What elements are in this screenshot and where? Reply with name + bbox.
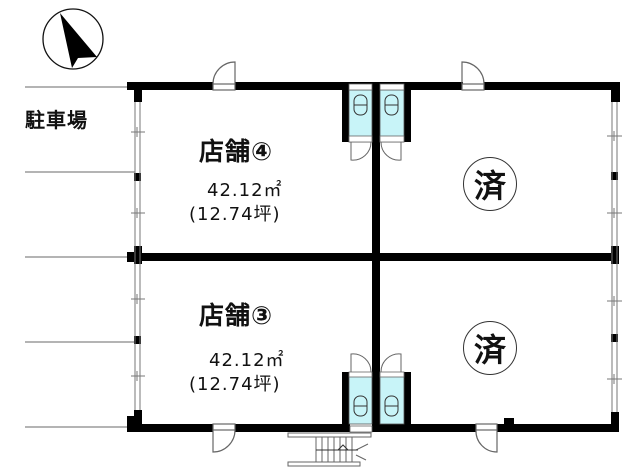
shop-4-area: 42.12㎡ — [207, 180, 283, 201]
shop-3-name: 店舗③ — [199, 301, 274, 330]
windows — [131, 102, 622, 412]
shop-4-name: 店舗④ — [199, 137, 274, 166]
north-arrow-icon — [42, 8, 104, 70]
sold-badge-bottom: 済 — [463, 321, 517, 375]
toilet-top — [348, 83, 405, 161]
stairs-icon — [287, 432, 372, 467]
shop-3-area: 42.12㎡ — [209, 350, 285, 371]
shop-3-tsubo: (12.74坪) — [189, 374, 281, 395]
sold-badge-top: 済 — [463, 157, 517, 211]
parking-label: 駐車場 — [25, 108, 88, 132]
parking-lines — [25, 86, 135, 428]
toilet-bottom — [348, 353, 405, 433]
door-icons — [212, 61, 498, 453]
shop-4-tsubo: (12.74坪) — [189, 204, 281, 225]
